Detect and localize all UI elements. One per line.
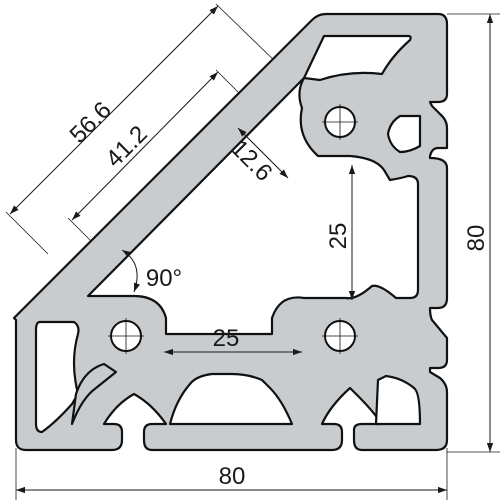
dim-label-height-80: 80 xyxy=(463,225,490,252)
aluminium-profile xyxy=(12,12,449,452)
dim-label-vertical-25: 25 xyxy=(325,223,352,250)
center-marks xyxy=(108,104,358,354)
dim-label-horizontal-25: 25 xyxy=(213,325,240,352)
dimension-lines xyxy=(9,5,494,494)
dim-label-56-6: 56.6 xyxy=(65,97,117,149)
angle-label-90: 90° xyxy=(146,265,182,292)
dim-label-41-2: 41.2 xyxy=(101,121,153,173)
dim-label-width-80: 80 xyxy=(219,463,246,490)
